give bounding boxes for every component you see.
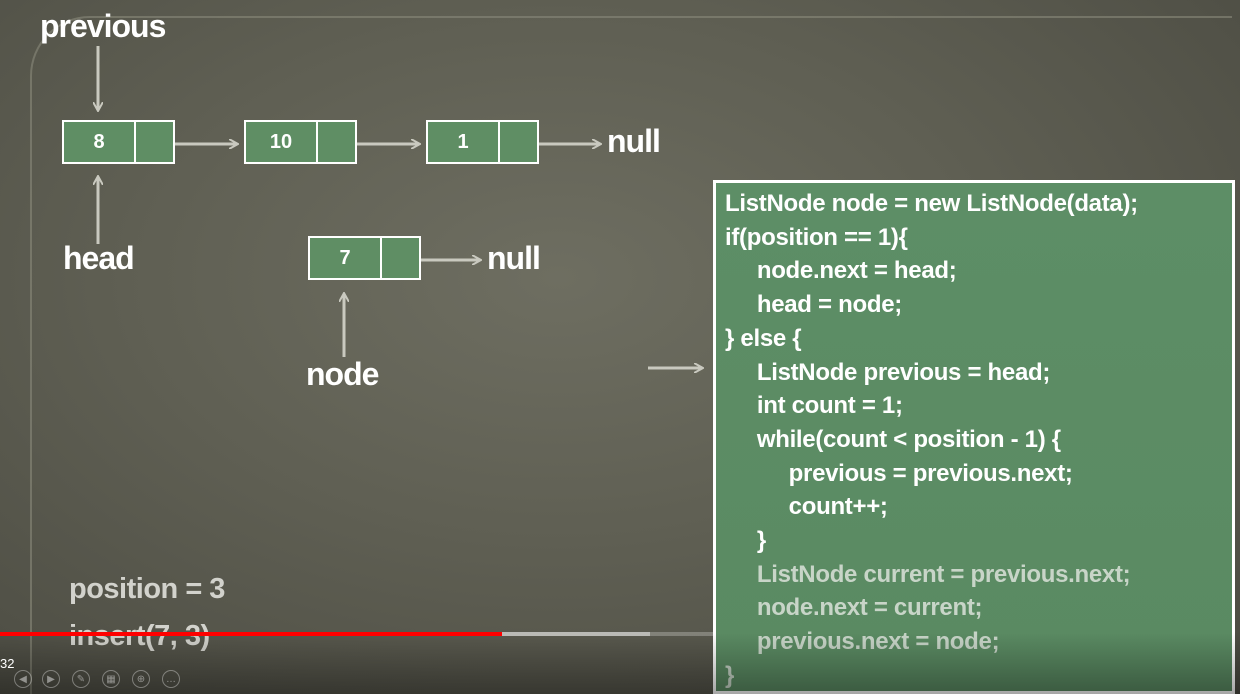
code-line: } <box>725 527 766 555</box>
code-line: previous = previous.next; <box>725 459 1073 487</box>
slide-frame <box>30 16 1232 694</box>
slides-icon[interactable]: ▦ <box>102 670 120 688</box>
previous-label: previous <box>40 8 166 44</box>
list-node-value: 1 <box>428 122 500 162</box>
previous-icon[interactable]: ◀ <box>14 670 32 688</box>
code-line: ListNode node = new ListNode(data); <box>725 190 1138 217</box>
new-node: 7 <box>308 236 421 280</box>
code-line: int count = 1; <box>725 392 903 420</box>
null-label-2: null <box>487 240 541 276</box>
more-icon[interactable]: … <box>162 670 180 688</box>
head-label: head <box>63 240 135 276</box>
code-line: } <box>725 659 1232 693</box>
pen-icon[interactable]: ✎ <box>72 670 90 688</box>
insert-text: insert(7, 3) <box>69 620 210 653</box>
time-display: 32 <box>0 656 15 671</box>
progress-bar[interactable] <box>0 632 713 636</box>
list-node-next <box>318 122 355 162</box>
code-line: if(position == 1){ <box>725 223 908 251</box>
list-node-value: 10 <box>246 122 318 162</box>
player-controls <box>0 632 1240 694</box>
code-line: head = node; <box>725 291 902 319</box>
code-line: node.next = head; <box>725 257 957 285</box>
list-node-value: 8 <box>64 122 136 162</box>
new-node-next <box>382 238 419 278</box>
play-icon[interactable]: ▶ <box>42 670 60 688</box>
code-line: previous.next = node; <box>725 625 1232 659</box>
code-line: while(count < position - 1) { <box>725 425 1061 453</box>
list-node-next <box>500 122 537 162</box>
zoom-icon[interactable]: ⊕ <box>132 670 150 688</box>
code-line: ListNode previous = head; <box>725 358 1051 386</box>
code-line: ListNode current = previous.next; <box>725 560 1131 588</box>
progress-played <box>0 632 503 636</box>
list-node-next <box>136 122 173 162</box>
list-node-1: 8 <box>62 120 175 164</box>
code-line: } else { <box>725 324 802 352</box>
position-text: position = 3 <box>69 573 225 605</box>
code-box: ListNode node = new ListNode(data); if(p… <box>713 180 1235 694</box>
node-label: node <box>306 356 379 392</box>
list-node-2: 10 <box>244 120 357 164</box>
null-label-1: null <box>607 123 661 159</box>
code-line: count++; <box>725 493 888 521</box>
new-node-value: 7 <box>310 238 382 278</box>
list-node-3: 1 <box>426 120 539 164</box>
code-line: node.next = current; <box>725 594 983 622</box>
